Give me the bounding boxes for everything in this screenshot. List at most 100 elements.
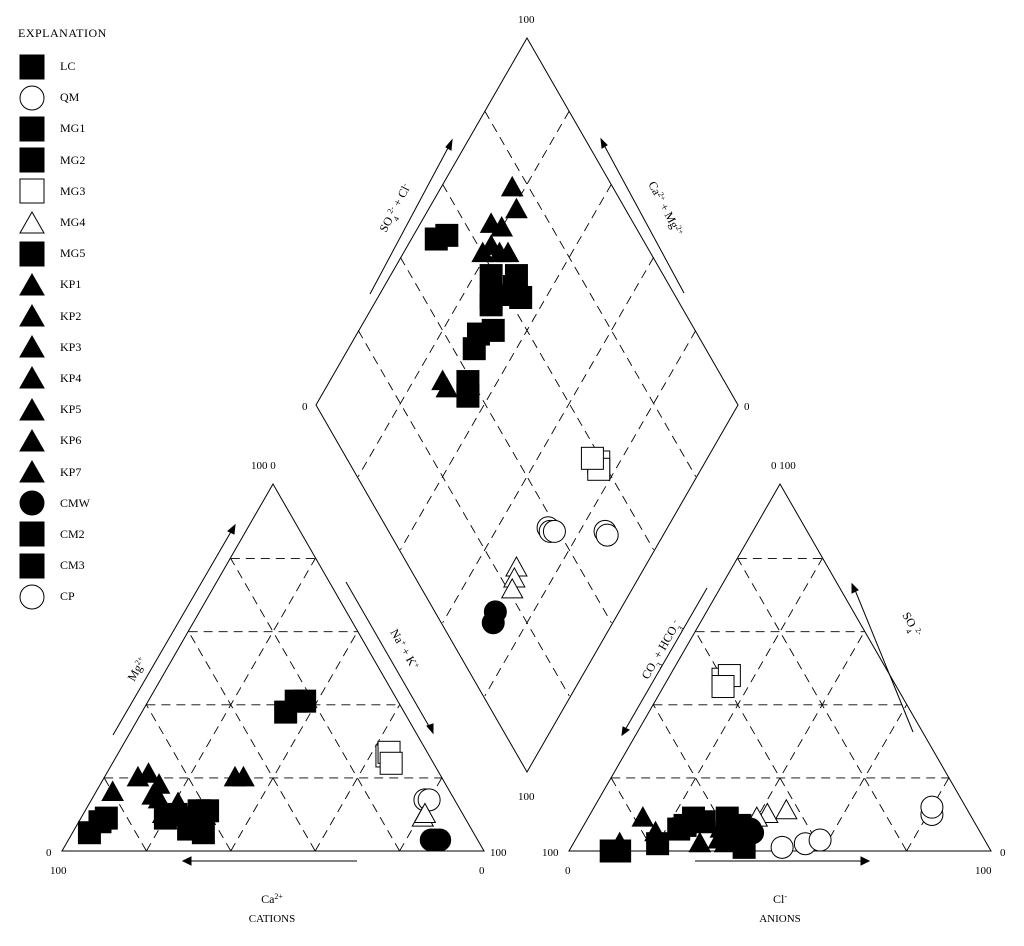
- label-na-k: Na+ + K+: [387, 626, 422, 672]
- tick-diamond-bottom: 100: [518, 791, 535, 803]
- diamond-point-mg4: [500, 577, 524, 599]
- legend-swatch: [18, 209, 46, 237]
- label-cl: Cl-: [773, 892, 787, 907]
- legend-swatch: [18, 520, 46, 548]
- diamond-frame: [315, 36, 739, 774]
- tick-anion-bottom-left: 0: [565, 865, 571, 877]
- tick-cation-bottom-left: 100: [50, 865, 67, 877]
- na-k-axis-arrowhead: [426, 723, 434, 735]
- legend-marker-shape: [19, 460, 45, 483]
- legend-marker-triangle: [19, 272, 45, 296]
- legend-item-mg1: MG1: [18, 113, 107, 144]
- legend-item-mg3: MG3: [18, 176, 107, 207]
- mg-axis-arrow: [112, 529, 233, 736]
- cation-point-mg4: [413, 802, 437, 823]
- legend-marker-triangle: [19, 210, 45, 234]
- na-k-axis-arrow: [345, 581, 431, 729]
- grid-line: [653, 704, 739, 852]
- legend-item-kp1: KP1: [18, 269, 107, 300]
- legend-marker-shape: [19, 85, 45, 111]
- cation-point-cmw: [423, 828, 447, 852]
- legend-item-qm: QM: [18, 82, 107, 113]
- label-so4-cl: SO42- + Cl-: [376, 181, 417, 236]
- legend-marker-shape: [19, 335, 45, 358]
- legend-marker-shape: [19, 116, 45, 142]
- legend-item-cp: CP: [18, 581, 107, 612]
- legend-item-kp7: KP7: [18, 456, 107, 487]
- diamond-point-qm: [595, 523, 619, 547]
- cation-point-kp2: [232, 765, 255, 787]
- legend-swatch: [18, 302, 46, 330]
- diamond-point-lc: [424, 227, 448, 251]
- so4-cl-axis-arrow: [369, 145, 450, 295]
- legend-title: EXPLANATION: [18, 26, 107, 40]
- diamond-point-kp1: [500, 175, 524, 197]
- cl-axis-arrowhead: [860, 856, 871, 866]
- legend-marker-square: [19, 553, 45, 579]
- anion-point-kp1: [608, 831, 631, 853]
- anion-point-cp: [920, 795, 944, 819]
- legend-swatch: [18, 364, 46, 392]
- legend-label: LC: [60, 59, 76, 74]
- legend-marker-triangle: [19, 366, 45, 389]
- legend-marker-square: [19, 116, 45, 142]
- diamond-point-cmw: [481, 611, 505, 635]
- legend-marker-shape: [19, 54, 45, 80]
- diamond-point-mg5: [479, 293, 503, 317]
- grid-line: [737, 631, 865, 852]
- legend-label: QM: [60, 90, 80, 105]
- legend-marker-shape: [19, 366, 45, 389]
- grid-line: [146, 704, 232, 852]
- legend-item-kp2: KP2: [18, 301, 107, 332]
- anion-point-qm: [770, 835, 794, 859]
- legend-label: KP4: [60, 370, 82, 385]
- legend-label: KP5: [60, 402, 82, 417]
- legend-item-mg2: MG2: [18, 145, 107, 176]
- legend-marker-triangle: [19, 460, 45, 483]
- legend-marker-triangle: [19, 428, 45, 452]
- so4-cl-axis-arrowhead: [445, 138, 453, 151]
- legend-label: MG4: [60, 215, 86, 230]
- anion-triangle-frame: [568, 482, 992, 852]
- grid-line: [357, 330, 570, 697]
- so4-axis-arrowhead: [851, 582, 859, 594]
- dashed-grid: [103, 110, 950, 852]
- legend-marker-square: [19, 521, 45, 547]
- legend-marker-shape: [19, 397, 45, 421]
- legend-swatch: [18, 489, 46, 517]
- legend-item-mg4: MG4: [18, 207, 107, 238]
- tick-diamond-left: 0: [302, 401, 308, 413]
- legend-label: CM2: [60, 526, 85, 541]
- legend-label: KP2: [60, 308, 82, 323]
- ca-mg-axis-arrow: [603, 144, 685, 294]
- grid-line: [442, 183, 654, 550]
- grid-line: [484, 110, 697, 477]
- legend-marker-shape: [19, 241, 45, 267]
- legend-marker-shape: [19, 147, 45, 173]
- anion-point-qm: [808, 828, 832, 852]
- anion-point-kp2: [631, 806, 655, 827]
- legend-marker-shape: [19, 272, 45, 296]
- legend-swatch: [18, 53, 46, 81]
- legend-marker-shape: [19, 553, 45, 579]
- legend-item-cmw: CMW: [18, 488, 107, 519]
- legend-swatch: [18, 84, 46, 112]
- legend-marker-triangle: [19, 304, 45, 327]
- legend-swatch: [18, 115, 46, 143]
- legend-marker-shape: [19, 584, 45, 610]
- legend-label: MG3: [60, 183, 86, 198]
- mg-axis-arrowhead: [227, 523, 236, 535]
- diamond-point-mg3: [580, 446, 604, 470]
- legend-label: MG2: [60, 152, 86, 167]
- legend-item-kp6: KP6: [18, 425, 107, 456]
- diamond-point-mg2: [479, 264, 503, 288]
- ca-mg-axis-arrowhead: [600, 137, 608, 149]
- legend-item-cm2: CM2: [18, 519, 107, 550]
- diamond-point-kp4: [479, 234, 503, 255]
- ca-axis-arrowhead: [181, 856, 192, 866]
- diamond-point-cm3: [456, 384, 480, 408]
- legend-label: CP: [60, 589, 75, 604]
